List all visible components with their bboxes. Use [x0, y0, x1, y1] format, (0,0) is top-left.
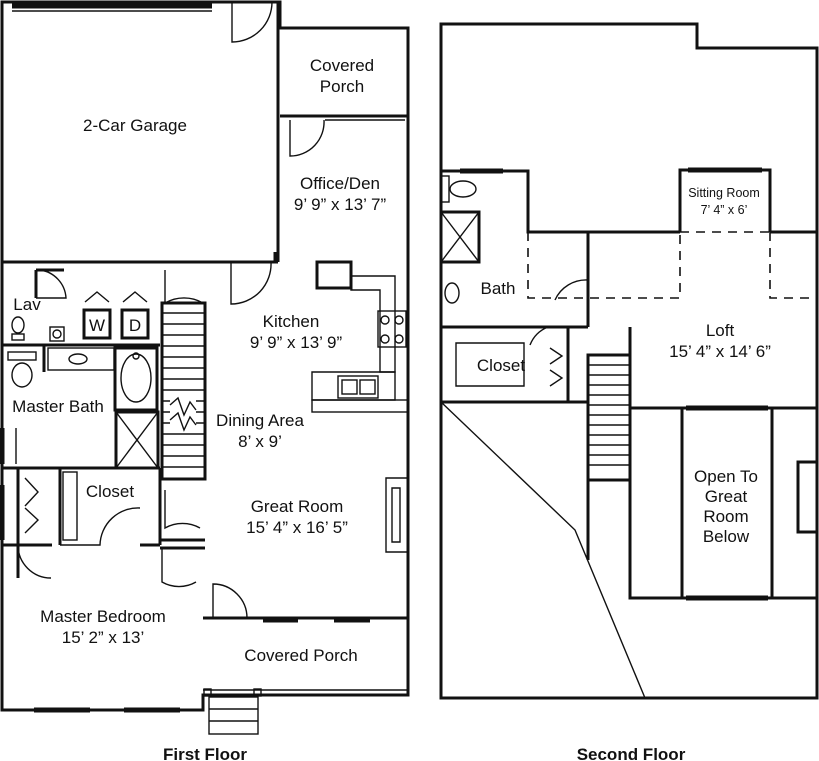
kitchen-label: Kitchen: [263, 312, 320, 331]
office-door-swing: [289, 119, 325, 157]
second-floor-plan: Bath Sitting Room 7’ 4” x 6’ Loft 15’ 4”…: [439, 22, 819, 761]
first-floor-caption: First Floor: [163, 745, 247, 761]
master-bedroom-room: Master Bedroom 15’ 2” x 13’: [34, 583, 408, 713]
second-floor-dashed-soffit: [527, 231, 817, 299]
open-to-below-line3: Room: [703, 507, 748, 526]
lav-toilet-icon: [11, 316, 25, 334]
covered-porch-bottom-label: Covered Porch: [244, 646, 357, 665]
dining-label: Dining Area: [216, 411, 304, 430]
second-floor-caption: Second Floor: [577, 745, 686, 761]
fireplace-icon: [385, 477, 408, 553]
office-label: Office/Den: [300, 174, 380, 193]
lav-label: Lav: [13, 295, 41, 314]
closet-room: Closet: [2, 466, 162, 579]
fridge-icon: [315, 260, 353, 290]
office-garage-door-swing: [230, 261, 272, 305]
covered-porch-bottom-room: Covered Porch: [203, 617, 408, 697]
upper-toilet-icon: [449, 180, 477, 198]
open-to-below-line1: Open To: [694, 467, 758, 486]
bath-toilet-icon: [11, 362, 33, 388]
vanity-counter: [47, 347, 115, 371]
garage-door-swing: [231, 1, 273, 43]
dryer-label: D: [129, 316, 141, 335]
open-to-below-line4: Below: [703, 527, 750, 546]
open-to-below-area: Open To Great Room Below: [628, 405, 819, 601]
second-floor-stairs: [586, 353, 632, 560]
great-room-dims: 15’ 4” x 16’ 5”: [246, 518, 348, 537]
sitting-room-label: Sitting Room: [688, 186, 760, 200]
upper-bath-label: Bath: [481, 279, 516, 298]
upper-sink-icon: [444, 282, 460, 304]
dryer-icon: [120, 308, 150, 340]
covered-porch-top-label: Covered: [310, 56, 374, 75]
open-to-below-line2: Great: [705, 487, 748, 506]
sitting-room: Sitting Room 7’ 4” x 6’: [588, 167, 817, 234]
kitchen-room: Kitchen 9’ 9” x 13’ 9”: [250, 260, 409, 413]
garage-room: 2-Car Garage: [2, 1, 280, 264]
roof-slope-line: [440, 401, 646, 699]
bathtub-icon: [113, 346, 159, 412]
dining-area: Dining Area 8’ x 9’: [216, 411, 304, 451]
great-room-label: Great Room: [251, 497, 344, 516]
upper-closet-shelf: [455, 342, 525, 387]
kitchen-counter: [350, 275, 396, 373]
master-bath-label: Master Bath: [12, 397, 104, 416]
master-bedroom-dims: 15’ 2” x 13’: [62, 628, 145, 647]
first-floor-plan: 2-Car Garage Covered Porch Office/Den 9’…: [0, 0, 410, 761]
closet-label: Closet: [86, 482, 134, 501]
stove-icon: [377, 310, 407, 348]
upper-closet-room: Closet: [441, 326, 588, 404]
vanity-sink-icon: [68, 353, 88, 365]
loft-label: Loft: [706, 321, 735, 340]
second-floor-bath-room: Bath: [439, 168, 590, 329]
laundry-area: W D Lav: [2, 268, 160, 347]
washer-icon: [82, 308, 112, 340]
upper-shower-icon: [439, 210, 481, 264]
master-bedroom-label: Master Bedroom: [40, 607, 166, 626]
loft-dims: 15’ 4” x 14’ 6”: [669, 342, 771, 361]
upper-closet-label: Closet: [477, 356, 525, 375]
loft-room: Loft 15’ 4” x 14’ 6”: [628, 321, 771, 408]
garage-label: 2-Car Garage: [83, 116, 187, 135]
office-dims: 9’ 9” x 13’ 7”: [294, 195, 387, 214]
second-floor-outer-wall: [439, 22, 819, 700]
kitchen-dims: 9’ 9” x 13’ 9”: [250, 333, 343, 352]
dining-dims: 8’ x 9’: [238, 432, 282, 451]
great-room: Great Room 15’ 4” x 16’ 5”: [246, 477, 408, 553]
first-floor-stairs: [160, 270, 207, 588]
office-room: Office/Den 9’ 9” x 13’ 7”: [230, 119, 387, 305]
master-bath-room: Master Bath: [7, 345, 160, 470]
front-steps: [208, 696, 259, 735]
sitting-room-dims: 7’ 4” x 6’: [701, 203, 748, 217]
covered-porch-top-room: Covered Porch: [280, 56, 408, 121]
washer-label: W: [89, 316, 105, 335]
covered-porch-top-label-2: Porch: [320, 77, 364, 96]
kitchen-sink-icon: [337, 375, 379, 399]
